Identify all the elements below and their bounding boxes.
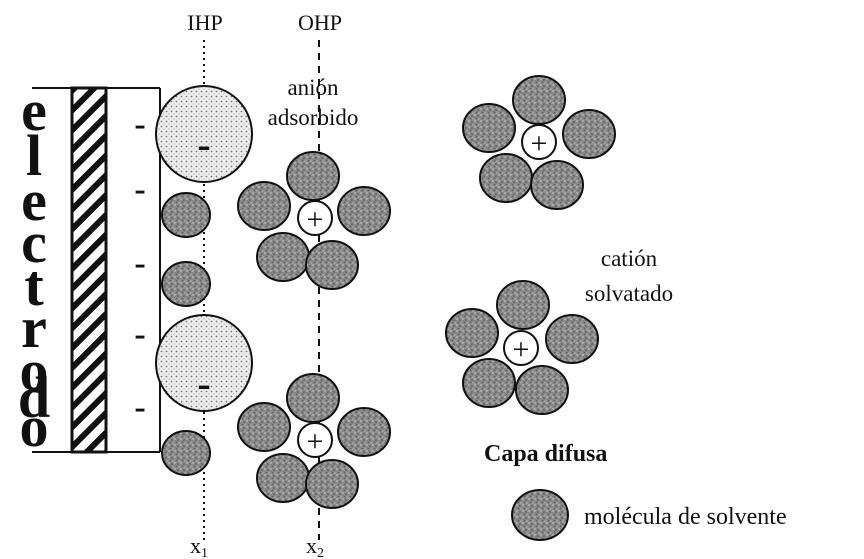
anion-charge: - (197, 361, 210, 406)
x1-subscript: 1 (201, 546, 208, 559)
solvated-cation: + (463, 76, 615, 209)
solvent-molecule (463, 104, 515, 152)
electrode-hatched-bar (72, 88, 106, 452)
solvent-molecule (446, 309, 498, 357)
cation-charge: + (531, 127, 548, 160)
solvent-molecule (257, 454, 309, 502)
electrode-charges: - - - - - (134, 106, 145, 426)
solvent-molecule (238, 182, 290, 230)
cation-charge: + (307, 425, 324, 458)
ohp-label: OHP (298, 10, 342, 35)
cation-charge: + (513, 333, 530, 366)
electrode-charge: - (134, 106, 145, 143)
solvent-molecule (480, 154, 532, 202)
solvated-cation: + (446, 281, 598, 414)
electrode-charge: - (134, 389, 145, 426)
solvent-molecule (338, 408, 390, 456)
cation-charge: + (307, 203, 324, 236)
solvent-legend: molécula de solvente (512, 490, 787, 540)
ihp-label: IHP (187, 10, 222, 35)
solvent-molecule (306, 241, 358, 289)
solvent-molecule (338, 187, 390, 235)
solvent-molecule (563, 110, 615, 158)
x2-subscript: 2 (317, 546, 324, 559)
solvated-cation: + (238, 374, 390, 508)
adsorbed-anion-label-line1: anión (287, 75, 339, 100)
solvated-cation: + (238, 152, 390, 289)
x1-label: x1 (190, 533, 208, 559)
solvent-molecule (162, 193, 210, 237)
anion-charge: - (197, 122, 210, 167)
solvent-molecule (513, 76, 565, 124)
legend-solvent-label: molécula de solvente (584, 504, 787, 530)
diffuse-layer-label: Capa difusa (484, 441, 607, 467)
solvent-molecule (497, 281, 549, 329)
solvated-cation-label-line1: catión (601, 246, 658, 271)
solvent-molecule (287, 374, 339, 422)
electrode-label: e l e c t r o d o (18, 78, 50, 459)
solvent-molecule (162, 262, 210, 306)
solvent-molecule (306, 460, 358, 508)
solvent-molecule (531, 161, 583, 209)
solvated-cation-label-line2: solvatado (585, 281, 673, 306)
electrode-charge: - (134, 316, 145, 353)
solvent-molecule (287, 152, 339, 200)
legend-solvent-icon (512, 490, 568, 540)
adsorbed-anion: - (156, 86, 252, 182)
x2-symbol: x (306, 533, 317, 558)
x1-symbol: x (190, 533, 201, 558)
adsorbed-anion: - (156, 315, 252, 411)
electrode-charge: - (134, 245, 145, 282)
electrode-letter: o (20, 394, 49, 459)
x2-label: x2 (306, 533, 324, 559)
solvent-molecule (238, 403, 290, 451)
solvent-molecule (463, 359, 515, 407)
electrode-charge: - (134, 171, 145, 208)
solvent-molecule (257, 233, 309, 281)
adsorbed-anion-label-line2: adsorbido (268, 105, 359, 130)
solvent-molecule (546, 315, 598, 363)
solvent-molecule (162, 431, 210, 475)
solvent-molecule (516, 366, 568, 414)
